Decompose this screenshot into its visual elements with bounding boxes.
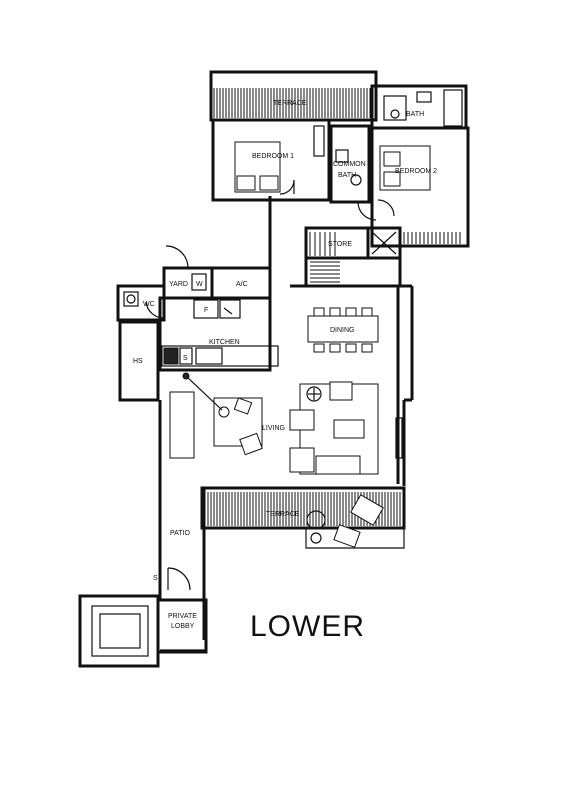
- stair-treads: [309, 232, 340, 283]
- living-dining: [169, 284, 414, 486]
- household-shelter: [118, 320, 160, 402]
- bottom-terrace: [200, 486, 406, 549]
- common-bath-label-2: BATH: [338, 172, 356, 179]
- dining-chairs: [313, 307, 373, 353]
- store-and-stairs: [304, 226, 402, 288]
- living-label: LIVING: [262, 425, 285, 432]
- kitchen-label: KITCHEN: [209, 339, 240, 346]
- terrace-bottom-label: TERRACE: [266, 511, 300, 518]
- dining-chair: [361, 343, 373, 353]
- private-lobby: [78, 594, 208, 668]
- bedroom1-label: BEDROOM 1: [252, 153, 294, 160]
- bedroom2-label: BEDROOM 2: [395, 168, 437, 175]
- dining-chair: [329, 307, 341, 317]
- bedroom-1: [211, 118, 331, 202]
- private-lobby-label-1: PRIVATE: [168, 613, 197, 620]
- dining-chair: [329, 343, 341, 353]
- bath-top-label: BATH: [406, 111, 424, 118]
- kitchen: [158, 296, 279, 372]
- common-bath-label-1: COMMON: [333, 161, 366, 168]
- dining-chair: [345, 307, 357, 317]
- patio-label: PATIO: [170, 530, 191, 537]
- top-terrace: [209, 70, 378, 122]
- s-lobby-label: S: [153, 575, 158, 582]
- patio-corridor: [158, 400, 206, 640]
- ac-label: A/C: [236, 281, 248, 288]
- terrace-top-label: TERRACE: [273, 100, 307, 107]
- dining-label: DINING: [330, 327, 355, 334]
- f-label: F: [204, 307, 208, 314]
- plan-title: LOWER: [250, 610, 365, 643]
- dining-chair: [361, 307, 373, 317]
- terrace-hatch-top: [213, 88, 374, 118]
- s-kitchen-label: S: [183, 355, 188, 362]
- wardrobe-hatch: [403, 232, 461, 244]
- wc-label: WC: [143, 301, 155, 308]
- bath-top: [370, 84, 468, 130]
- w-label: W: [196, 281, 203, 288]
- dining-chair: [313, 343, 325, 353]
- yard-label: YARD: [169, 281, 188, 288]
- store-label: STORE: [328, 241, 352, 248]
- dining-chair: [345, 343, 357, 353]
- common-bath: [329, 124, 377, 221]
- bedroom-2: [370, 126, 470, 248]
- dining-chair: [313, 307, 325, 317]
- hs-label: HS: [133, 358, 143, 365]
- private-lobby-label-2: LOBBY: [171, 623, 195, 630]
